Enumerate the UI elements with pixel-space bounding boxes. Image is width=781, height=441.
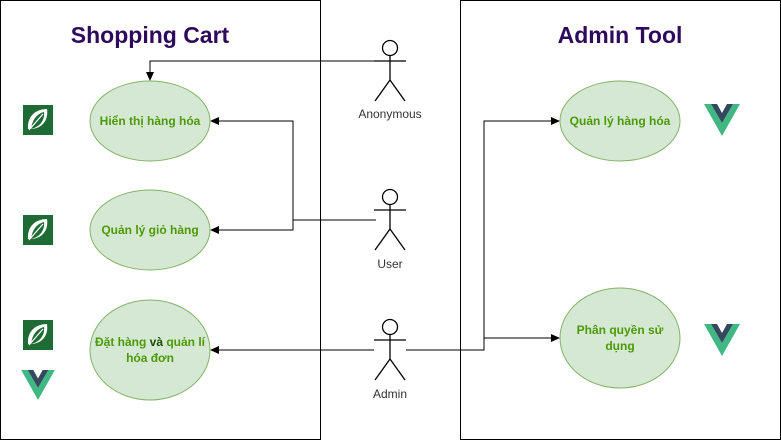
actor-admin-label: Admin [373, 387, 407, 401]
connector-admin-permissions [484, 334, 560, 342]
usecase-order-manage-line1: Đặt hàng và quản lí [95, 335, 206, 349]
connector-admin-order-manage [210, 346, 374, 354]
actor-user-label: User [377, 257, 402, 271]
actor-anonymous[interactable]: Anonymous [358, 39, 422, 122]
usecase-display-goods[interactable]: Hiển thị hàng hóa [89, 80, 211, 162]
admin-tool-title: Admin Tool [558, 22, 683, 48]
usecase-manage-cart[interactable]: Quản lý giỏ hàng [89, 189, 211, 271]
usecase-manage-goods[interactable]: Quản lý hàng hóa [559, 80, 681, 162]
leaf-logo-icon [23, 215, 53, 245]
usecase-permissions-line2: dụng [605, 339, 634, 353]
leaf-logo-icon [23, 320, 53, 350]
usecase-permissions[interactable]: Phân quyền sử dụng [559, 287, 681, 389]
leaf-logo-icon [23, 105, 53, 135]
actor-anonymous-label: Anonymous [358, 107, 421, 121]
usecase-manage-cart-label: Quản lý giỏ hàng [101, 223, 198, 237]
connector-user-manage-cart [210, 220, 294, 234]
connector-admin-manage-goods [406, 117, 560, 351]
actor-admin[interactable]: Admin [373, 318, 407, 402]
actor-user[interactable]: User [374, 188, 406, 272]
connector-user-display-goods [210, 117, 376, 221]
usecase-order-manage[interactable]: Đặt hàng và quản lí hóa đơn [89, 299, 211, 401]
usecase-manage-goods-label: Quản lý hàng hóa [570, 114, 671, 128]
usecase-order-manage-line2: hóa đơn [126, 351, 174, 365]
shopping-cart-title: Shopping Cart [71, 22, 230, 48]
usecase-permissions-line1: Phân quyền sử [577, 323, 664, 337]
connector-anonymous-display-goods [146, 60, 390, 81]
usecase-display-goods-label: Hiển thị hàng hóa [100, 114, 201, 128]
